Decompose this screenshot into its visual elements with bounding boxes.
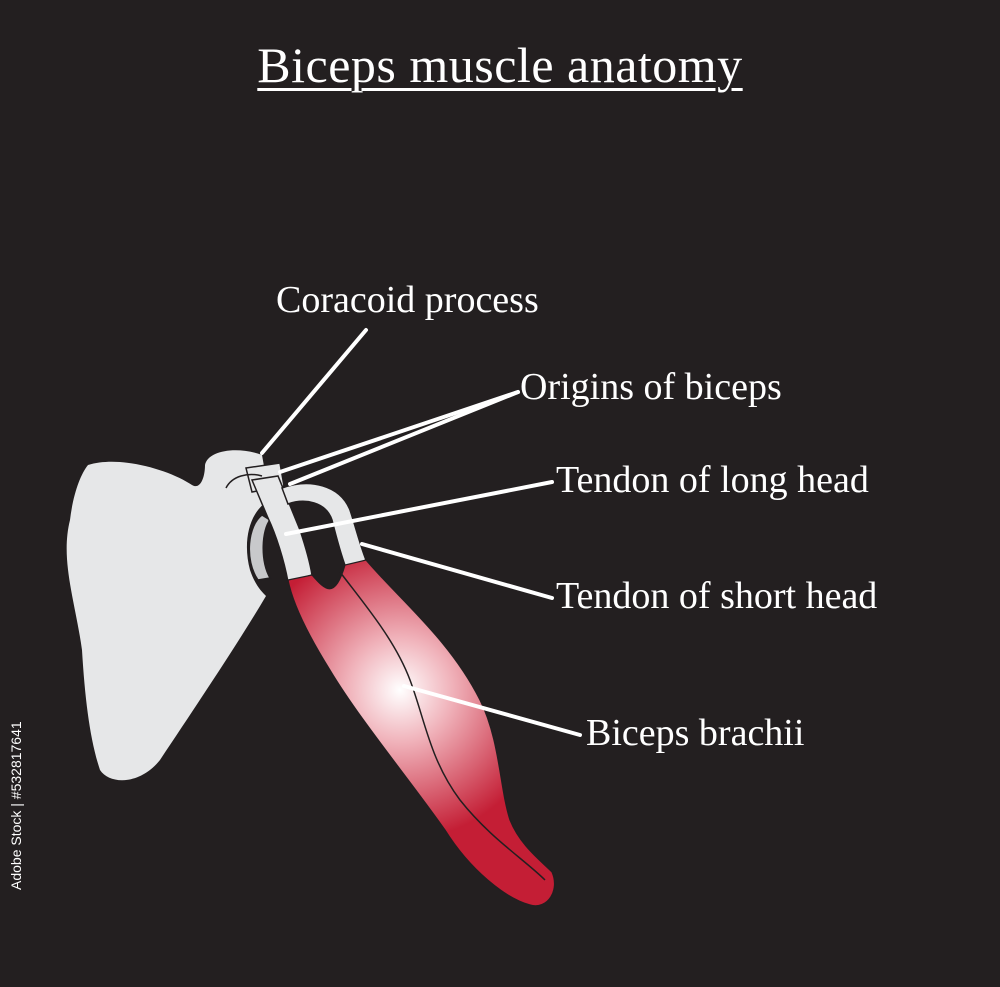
label-tendon-of-short-head: Tendon of short head bbox=[556, 575, 878, 617]
leader-tendon-short bbox=[360, 542, 554, 600]
label-origins-of-biceps: Origins of biceps bbox=[520, 366, 782, 408]
leader-tendon-long bbox=[284, 480, 554, 536]
coracoid-curve bbox=[225, 473, 263, 489]
glenoid-notch bbox=[248, 514, 272, 581]
leader-origins-b bbox=[288, 390, 520, 486]
biceps-muscle-belly bbox=[287, 559, 556, 907]
label-tendon-of-long-head: Tendon of long head bbox=[556, 459, 869, 501]
leader-biceps-brachii bbox=[402, 684, 582, 737]
stock-watermark: Adobe Stock | #532817641 bbox=[8, 721, 24, 890]
leader-lines bbox=[260, 328, 582, 737]
label-biceps-brachii: Biceps brachii bbox=[586, 712, 805, 754]
leader-origins-a bbox=[278, 390, 520, 474]
diagram-title: Biceps muscle anatomy bbox=[257, 37, 743, 93]
leader-coracoid bbox=[260, 328, 368, 455]
label-coracoid-process: Coracoid process bbox=[276, 279, 539, 321]
scapula-shape bbox=[66, 450, 270, 781]
biceps-head-divider bbox=[339, 571, 546, 881]
